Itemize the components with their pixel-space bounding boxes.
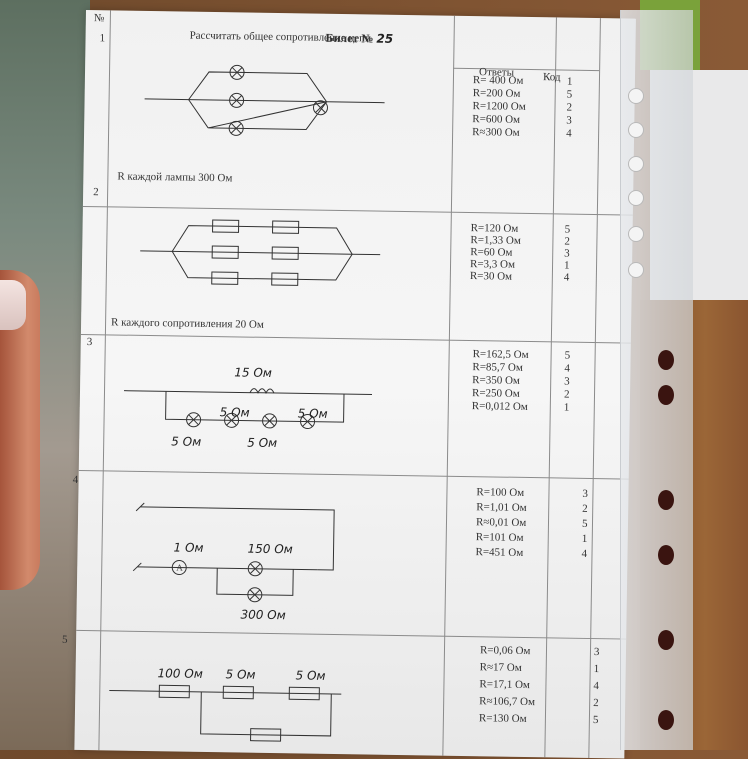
sleeve-hole xyxy=(658,350,674,370)
code-header: Код xyxy=(543,71,561,84)
sleeve-hole xyxy=(658,710,674,730)
sleeve-hole xyxy=(658,545,674,565)
task-1-note: R каждой лампы 300 Ом xyxy=(117,171,232,186)
answer-option: R=0,012 Ом xyxy=(472,400,528,414)
answer-code: 4 xyxy=(593,680,599,693)
task-number-4: 4 xyxy=(73,474,79,487)
answer-code: 5 xyxy=(565,350,571,363)
answer-option: R=200 Ом xyxy=(473,87,521,101)
answer-option: R=0,06 Ом xyxy=(480,644,531,658)
answer-option: R=30 Ом xyxy=(470,270,512,284)
grid-row-3 xyxy=(79,470,629,480)
task-2-note: R каждого сопротивления 20 Ом xyxy=(111,316,264,331)
answer-code: 3 xyxy=(594,646,600,659)
grid-col-number xyxy=(98,10,111,750)
circuit-4-label-ammeter: 1 Ом xyxy=(173,541,203,554)
task-number-1: 1 xyxy=(99,32,105,45)
answer-option: R=600 Ом xyxy=(472,113,520,127)
circuit-3-label-inductor: 15 Ом xyxy=(234,366,272,380)
circuit-3-label-lamp-a: 5 Ом xyxy=(220,406,250,419)
circuit-5-label-resistor-a: 100 Ом xyxy=(157,667,202,681)
grid-col-answers xyxy=(442,16,455,756)
answer-option: R≈17 Ом xyxy=(480,661,522,675)
circuit-2 xyxy=(121,211,382,305)
grid-row-2 xyxy=(81,334,631,344)
circuit-1 xyxy=(124,51,386,165)
answer-code: 3 xyxy=(582,488,588,501)
grid-row-4 xyxy=(76,630,626,640)
answer-option: R≈300 Ом xyxy=(472,126,520,140)
task-number-5: 5 xyxy=(62,634,68,647)
answer-code: 1 xyxy=(594,663,600,676)
sleeve-hole xyxy=(658,490,674,510)
answer-code: 4 xyxy=(566,128,572,141)
answer-option: R=451 Ом xyxy=(475,546,523,560)
answer-code: 3 xyxy=(566,115,572,128)
answer-code: 4 xyxy=(564,363,570,376)
answer-code: 2 xyxy=(564,389,570,402)
grid-header-line xyxy=(453,68,599,71)
plastic-sleeve xyxy=(620,10,693,750)
answer-code: 5 xyxy=(582,518,588,531)
answer-code: 2 xyxy=(582,503,588,516)
fingernail xyxy=(0,280,26,330)
answer-option: R=101 Ом xyxy=(476,531,524,545)
answer-option: R=350 Ом xyxy=(472,374,520,388)
answer-option: R=85,7 Ом xyxy=(472,361,523,375)
ticket-number-handwritten: 25 xyxy=(376,32,393,46)
sleeve-hole xyxy=(628,226,644,242)
answer-option: R≈106,7 Ом xyxy=(479,695,535,709)
answer-code: 2 xyxy=(593,697,599,710)
grid-col-code xyxy=(544,17,557,757)
circuit-3-label-lamp-d: 5 Ом xyxy=(247,437,277,450)
circuit-4-label-lamp: 150 Ом xyxy=(247,543,292,557)
circuit-3-label-lamp-b: 5 Ом xyxy=(298,407,328,420)
answer-option: R=17,1 Ом xyxy=(479,678,530,692)
ammeter-icon: A xyxy=(176,561,183,574)
answer-option: R=250 Ом xyxy=(472,387,520,401)
circuit-5-label-resistor-b: 5 Ом xyxy=(225,668,255,681)
sleeve-hole xyxy=(658,385,674,405)
answer-code: 5 xyxy=(567,89,573,102)
task-instruction: Рассчитать общее сопротивление цепи xyxy=(190,30,372,46)
answer-option: R=100 Ом xyxy=(476,486,524,500)
answer-code: 2 xyxy=(566,102,572,115)
circuit-4-label-lamp-parallel: 300 Ом xyxy=(240,609,285,623)
answer-code: 1 xyxy=(564,402,570,415)
sleeve-hole xyxy=(628,88,644,104)
sleeve-hole xyxy=(628,190,644,206)
task-number-2: 2 xyxy=(93,186,99,199)
sleeve-hole xyxy=(658,630,674,650)
task-number-3: 3 xyxy=(87,336,93,349)
answer-option: R=130 Ом xyxy=(479,712,527,726)
circuit-3-label-lamp-c: 5 Ом xyxy=(171,435,201,448)
answer-option: R=1200 Ом xyxy=(472,100,525,114)
circuit-5-label-resistor-c: 5 Ом xyxy=(295,669,325,682)
number-header: № xyxy=(94,12,105,25)
answer-option: R= 400 Ом xyxy=(473,74,524,88)
answer-code: 4 xyxy=(581,548,587,561)
answer-code: 5 xyxy=(593,714,599,727)
answer-code: 1 xyxy=(582,533,588,546)
circuit-5 xyxy=(104,670,365,754)
sleeve-hole xyxy=(628,262,644,278)
answer-option: R≈0,01 Ом xyxy=(476,516,526,530)
answer-code: 3 xyxy=(564,376,570,389)
sleeve-hole xyxy=(628,156,644,172)
answer-code: 4 xyxy=(564,272,570,285)
answer-option: R=162,5 Ом xyxy=(473,348,529,362)
ticket-sheet: № Билет № 25 Рассчитать общее сопротивле… xyxy=(74,10,636,759)
answer-option: R=1,01 Ом xyxy=(476,501,527,515)
sleeve-hole xyxy=(628,122,644,138)
answer-code: 1 xyxy=(567,76,573,89)
